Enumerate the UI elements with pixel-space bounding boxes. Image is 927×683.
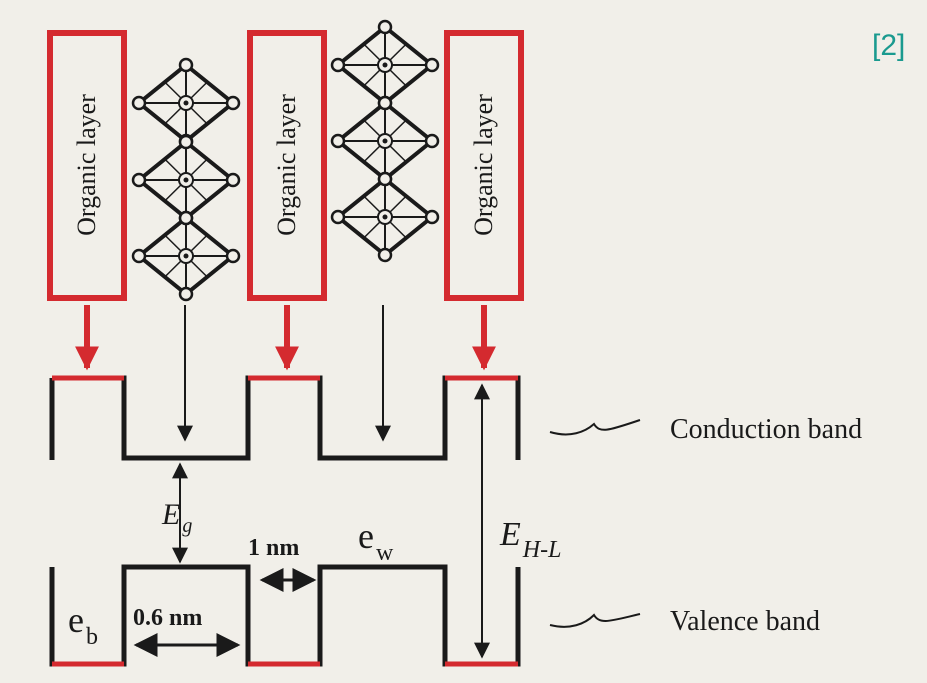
organic-layer-3: Organic layer <box>444 30 524 301</box>
one-nm-label: 1 nm <box>248 535 299 561</box>
organic-layer-2: Organic layer <box>247 30 327 301</box>
vertex-atom <box>330 133 346 149</box>
vertex-atom <box>377 247 393 263</box>
organic-layer-label-2: Organic layer <box>272 94 301 236</box>
vertex-atom <box>377 171 393 187</box>
vertex-atom <box>424 57 440 73</box>
vertex-atom <box>178 134 194 150</box>
organic-layer-label-3: Organic layer <box>469 94 498 236</box>
vertex-atom <box>225 248 241 264</box>
eb-label: eb <box>68 600 98 650</box>
organic-layer-label-1: Organic layer <box>72 94 101 236</box>
vertex-atom <box>131 95 147 111</box>
vertex-atom <box>178 286 194 302</box>
conduction-band-profile <box>49 375 521 461</box>
vertex-atom <box>424 133 440 149</box>
ehl-label: EH-L <box>499 516 561 563</box>
vertex-atom <box>330 209 346 225</box>
vertex-atom <box>178 210 194 226</box>
citation-label: [2] <box>872 29 905 62</box>
valence-band-profile <box>49 564 521 667</box>
vertex-atom <box>377 95 393 111</box>
vertex-atom <box>424 209 440 225</box>
valence-band-leader <box>549 613 641 628</box>
octahedron <box>131 210 241 302</box>
vertex-atom <box>377 19 393 35</box>
vertex-atom <box>225 172 241 188</box>
inorganic-octahedra-stack-1 <box>131 57 241 302</box>
zero-six-nm-label: 0.6 nm <box>133 605 202 631</box>
organic-projection-arrows <box>75 305 496 371</box>
vertex-atom <box>131 248 147 264</box>
vertex-atom <box>225 95 241 111</box>
conduction-band-leader <box>549 419 641 436</box>
ew-label: ew <box>358 516 394 566</box>
octahedron <box>131 57 241 149</box>
valence-band-label: Valence band <box>670 606 820 637</box>
vertex-atom <box>330 57 346 73</box>
vertex-atom <box>178 57 194 73</box>
conduction-band-label: Conduction band <box>670 414 862 445</box>
inorganic-projection-arrows <box>177 305 391 442</box>
octahedron <box>330 171 440 263</box>
organic-layer-1: Organic layer <box>47 30 127 301</box>
vertex-atom <box>131 172 147 188</box>
inorganic-octahedra-stack-2 <box>330 19 440 263</box>
